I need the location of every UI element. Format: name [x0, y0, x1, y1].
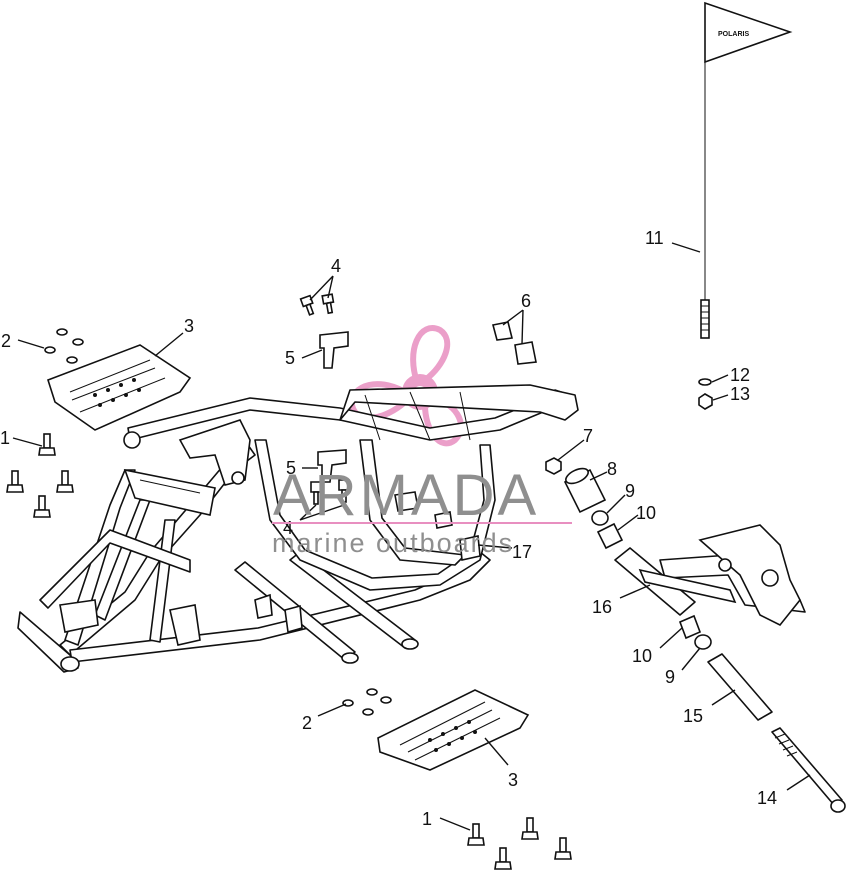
nut-part-13 [698, 393, 713, 410]
watermark-rule [272, 522, 572, 524]
washer-group-lower [342, 688, 392, 716]
watermark-brand: ARMADA [273, 463, 539, 528]
callout-15: 15 [683, 706, 703, 726]
callout-3-upper: 3 [184, 316, 194, 336]
bolt [33, 495, 51, 518]
sleeve-part-15 [707, 653, 773, 721]
callout-2-lower: 2 [302, 713, 312, 733]
callout-2-upper: 1 [0, 428, 10, 448]
callout-16: 16 [592, 597, 612, 617]
bolt [494, 847, 512, 870]
callouts: 2 1 3 4 5 6 5 4 7 8 9 10 11 12 13 17 16 … [0, 228, 777, 829]
callout-7: 7 [583, 426, 593, 446]
bolt [521, 817, 539, 840]
footrest-upper [47, 344, 192, 431]
watermark: ARMADA marine outboards [272, 463, 572, 558]
callout-8: 8 [607, 459, 617, 479]
flag-pole: POLARIS [700, 1, 793, 339]
screw-pair-lower [310, 479, 350, 505]
crossbar-part-16 [614, 524, 806, 627]
watermark-tagline: marine outboards [272, 528, 514, 558]
washer-part-9-upper [591, 510, 609, 526]
bolt [6, 470, 24, 493]
bracket-lower [317, 449, 347, 483]
screw-pair-upper [299, 293, 335, 316]
callout-9-upper: 9 [625, 481, 635, 501]
callout-1-upper: 2 [1, 331, 11, 351]
bolt [38, 433, 56, 456]
bushing-part-8 [563, 467, 607, 514]
bolt [554, 837, 572, 860]
callout-12: 12 [730, 365, 750, 385]
shaft-part-14 [771, 727, 846, 813]
callout-14: 14 [757, 788, 777, 808]
washer-group-upper [44, 328, 84, 364]
callout-3-lower: 3 [508, 770, 518, 790]
callout-5-lower: 5 [286, 458, 296, 478]
callout-10-upper: 10 [636, 503, 656, 523]
bracket-upper [319, 331, 349, 369]
bolt [467, 823, 485, 846]
callout-10-lower: 10 [632, 646, 652, 666]
bolt-group-lower [467, 817, 572, 870]
washer-part-9-lower [694, 634, 712, 650]
callout-5-upper: 5 [285, 348, 295, 368]
callout-17: 17 [512, 542, 532, 562]
callout-4-upper: 4 [331, 256, 341, 276]
clip-pair [492, 321, 537, 365]
callout-9-lower: 9 [665, 667, 675, 687]
callout-6: 6 [521, 291, 531, 311]
callout-4-lower: 4 [283, 518, 293, 538]
flag-text: POLARIS [718, 31, 749, 38]
leader-lines [12, 242, 811, 831]
nut-part-7 [545, 457, 562, 475]
callout-13: 13 [730, 384, 750, 404]
bushing-part-10-upper [596, 522, 624, 550]
bushing-part-10-lower [678, 614, 702, 640]
bolt [56, 470, 74, 493]
washer-part-12 [698, 378, 712, 386]
callout-11: 11 [645, 228, 664, 248]
main-frame [17, 384, 579, 673]
footrest-lower [377, 689, 530, 771]
callout-1-lower: 1 [422, 809, 432, 829]
bolt-group-upper [6, 433, 74, 518]
